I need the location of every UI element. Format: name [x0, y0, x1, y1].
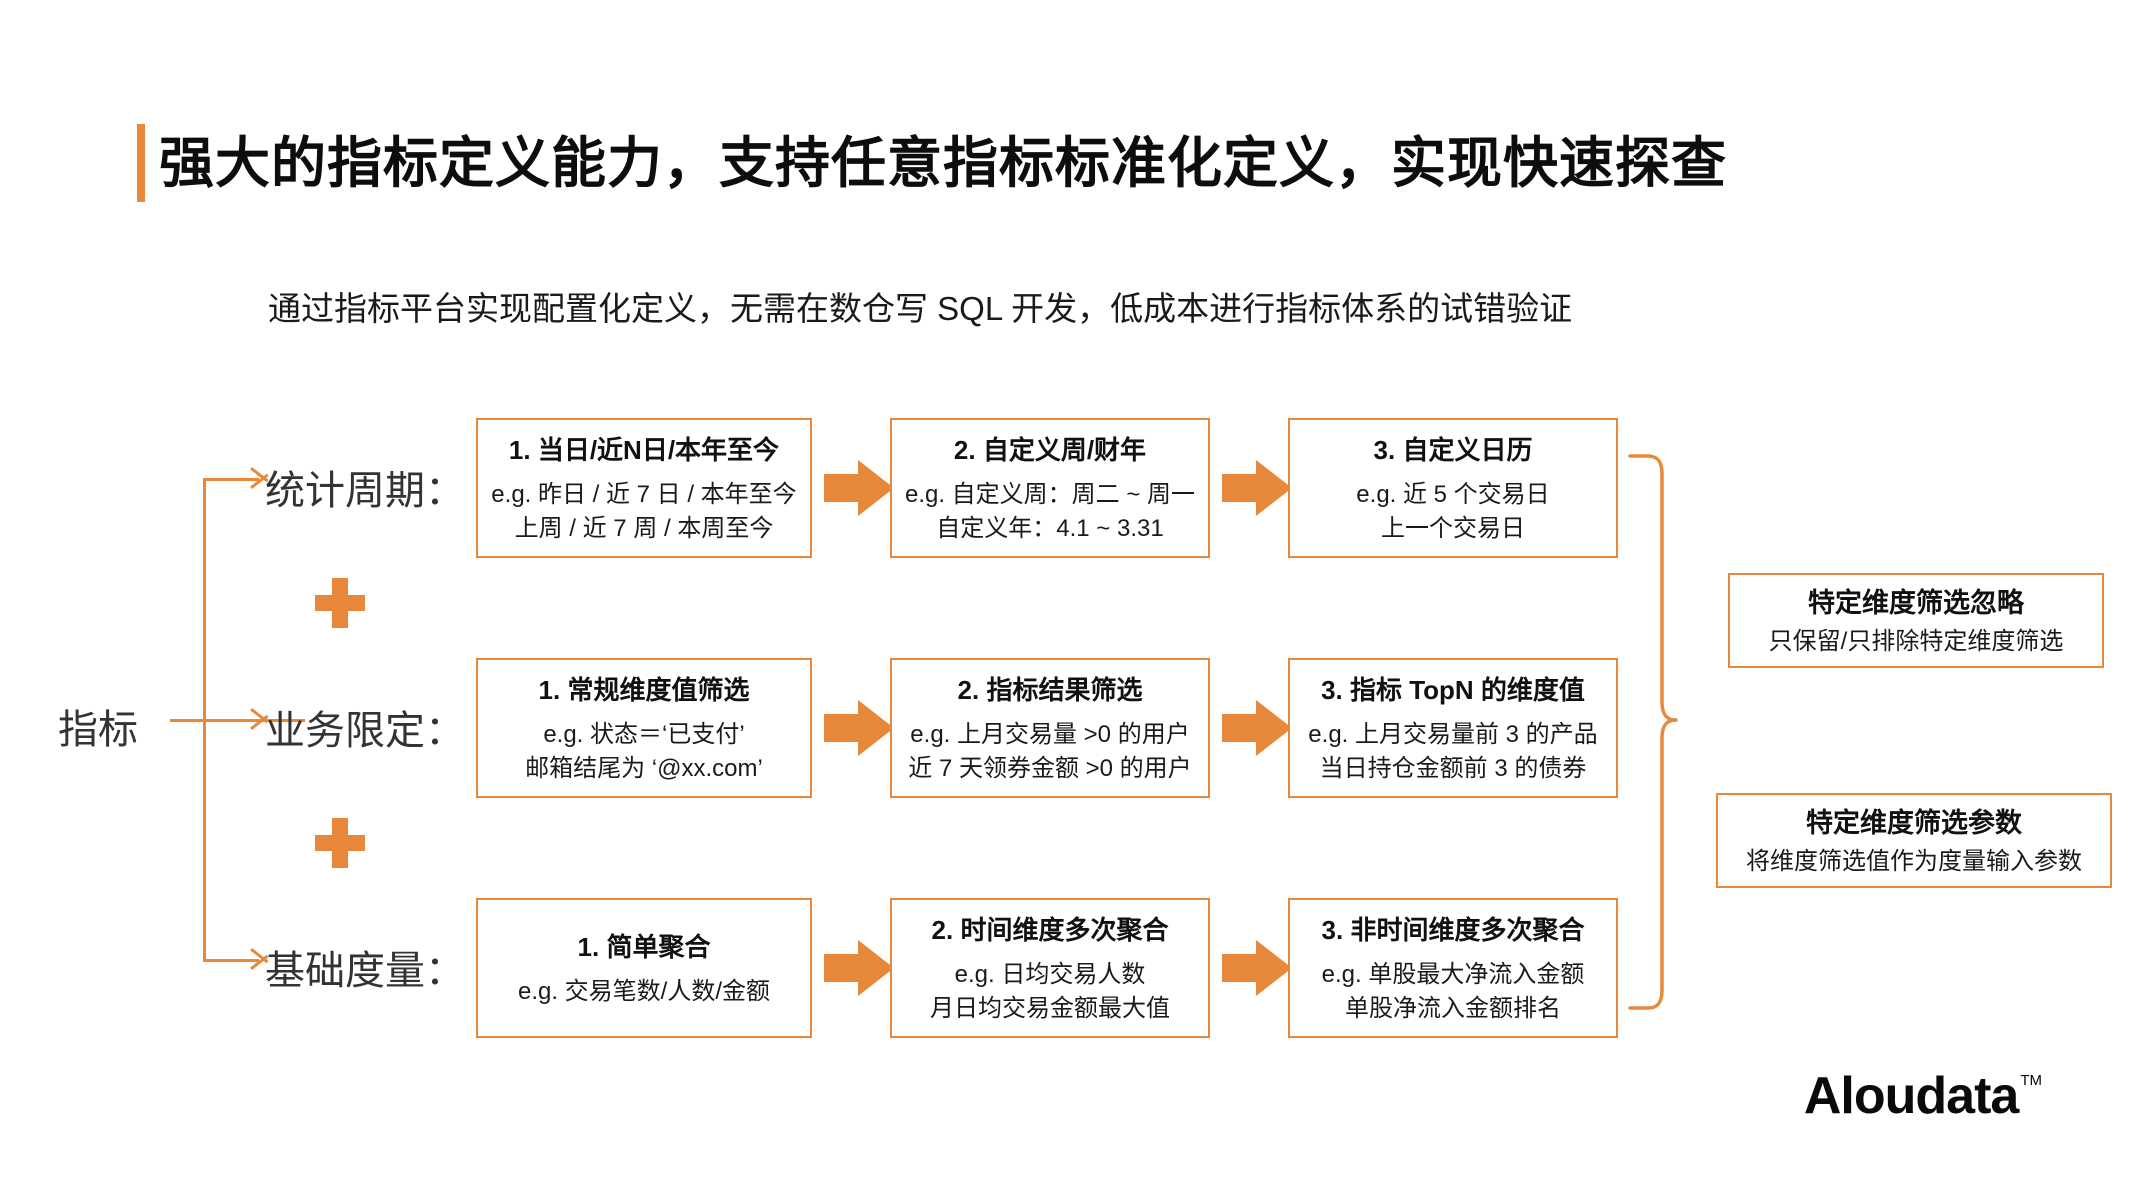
card-example-line: 单股净流入金额排名	[1345, 995, 1561, 1022]
card-title: 1. 常规维度值筛选	[538, 675, 750, 705]
card-example-line: 邮箱结尾为 ‘@xx.com’	[525, 755, 763, 782]
card-period-3[interactable]: 3. 自定义日历 e.g. 近 5 个交易日 上一个交易日	[1288, 418, 1618, 558]
side-card-subtitle: 只保留/只排除特定维度筛选	[1768, 627, 2064, 655]
flow-arrow-icon-r1-1	[824, 460, 894, 516]
row-label-base-measure: 基础度量：	[265, 949, 465, 993]
page-subtitle: 通过指标平台实现配置化定义，无需在数仓写 SQL 开发，低成本进行指标体系的试错…	[268, 290, 1573, 327]
row-label-business-filter: 业务限定：	[265, 709, 465, 753]
card-period-1[interactable]: 1. 当日/近N日/本年至今 e.g. 昨日 / 近 7 日 / 本年至今 上周…	[476, 418, 812, 558]
side-card-title: 特定维度筛选参数	[1806, 807, 2022, 838]
card-title: 2. 自定义周/财年	[953, 435, 1147, 465]
side-card-subtitle: 将维度筛选值作为度量输入参数	[1746, 847, 2082, 875]
card-filter-2[interactable]: 2. 指标结果筛选 e.g. 上月交易量 >0 的用户 近 7 天领券金额 >0…	[890, 658, 1210, 798]
card-example-line: e.g. 上月交易量 >0 的用户	[910, 721, 1190, 748]
row-label-statistic-period: 统计周期：	[265, 469, 465, 513]
card-example-line: e.g. 交易笔数/人数/金额	[517, 978, 771, 1005]
card-example-line: 当日持仓金额前 3 的债券	[1319, 755, 1587, 782]
flow-arrow-icon-r3-2	[1222, 940, 1292, 996]
flow-arrow-icon-r3-1	[824, 940, 894, 996]
card-title: 2. 指标结果筛选	[957, 675, 1143, 705]
card-title: 1. 当日/近N日/本年至今	[508, 435, 780, 465]
flow-arrow-icon-r2-1	[824, 700, 894, 756]
card-period-2[interactable]: 2. 自定义周/财年 e.g. 自定义周：周二 ~ 周一 自定义年：4.1 ~ …	[890, 418, 1210, 558]
title-accent-bar	[137, 124, 145, 202]
card-example-line: 上周 / 近 7 周 / 本周至今	[514, 515, 774, 542]
card-example-line: 自定义年：4.1 ~ 3.31	[936, 515, 1164, 542]
flow-arrow-icon-r1-2	[1222, 460, 1292, 516]
card-title: 1. 简单聚合	[577, 932, 711, 962]
card-title: 3. 自定义日历	[1373, 435, 1533, 465]
card-filter-3[interactable]: 3. 指标 TopN 的维度值 e.g. 上月交易量前 3 的产品 当日持仓金额…	[1288, 658, 1618, 798]
card-example-line: 上一个交易日	[1381, 515, 1525, 542]
card-measure-3[interactable]: 3. 非时间维度多次聚合 e.g. 单股最大净流入金额 单股净流入金额排名	[1288, 898, 1618, 1038]
grouping-brace-icon	[1628, 452, 1678, 1017]
logo-wordmark: Aloudata	[1803, 1067, 2019, 1125]
side-card-dimension-param[interactable]: 特定维度筛选参数 将维度筛选值作为度量输入参数	[1716, 793, 2112, 888]
plus-icon-1	[315, 578, 365, 628]
plus-icon-2	[315, 818, 365, 868]
branch-connector-1	[203, 478, 259, 481]
card-example-line: e.g. 日均交易人数	[954, 961, 1146, 988]
flow-arrow-icon-r2-2	[1222, 700, 1292, 756]
trademark-symbol: TM	[2020, 1072, 2042, 1089]
card-filter-1[interactable]: 1. 常规维度值筛选 e.g. 状态＝‘已支付’ 邮箱结尾为 ‘@xx.com’	[476, 658, 812, 798]
title-text: 强大的指标定义能力，支持任意指标标准化定义，实现快速探查	[159, 132, 1728, 194]
side-card-title: 特定维度筛选忽略	[1808, 587, 2024, 618]
card-example-line: e.g. 上月交易量前 3 的产品	[1308, 721, 1598, 748]
card-example-line: e.g. 单股最大净流入金额	[1321, 961, 1585, 988]
card-title: 3. 指标 TopN 的维度值	[1321, 675, 1585, 705]
page-title: 强大的指标定义能力，支持任意指标标准化定义，实现快速探查	[137, 124, 1727, 202]
card-example-line: e.g. 状态＝‘已支付’	[543, 721, 745, 748]
card-example-line: 月日均交易金额最大值	[930, 995, 1170, 1022]
root-label: 指标	[58, 708, 138, 752]
card-measure-1[interactable]: 1. 简单聚合 e.g. 交易笔数/人数/金额	[476, 898, 812, 1038]
aloudata-logo: Aloudata TM	[1804, 1068, 2042, 1124]
card-example-line: e.g. 昨日 / 近 7 日 / 本年至今	[491, 481, 797, 508]
branch-connector-2	[203, 719, 259, 722]
card-example-line: 近 7 天领券金额 >0 的用户	[908, 755, 1192, 782]
card-title: 2. 时间维度多次聚合	[931, 915, 1169, 945]
card-measure-2[interactable]: 2. 时间维度多次聚合 e.g. 日均交易人数 月日均交易金额最大值	[890, 898, 1210, 1038]
card-example-line: e.g. 自定义周：周二 ~ 周一	[904, 481, 1196, 508]
card-example-line: e.g. 近 5 个交易日	[1356, 481, 1550, 508]
card-title: 3. 非时间维度多次聚合	[1321, 915, 1585, 945]
side-card-dimension-ignore[interactable]: 特定维度筛选忽略 只保留/只排除特定维度筛选	[1728, 573, 2104, 668]
branch-connector-3	[203, 959, 259, 962]
